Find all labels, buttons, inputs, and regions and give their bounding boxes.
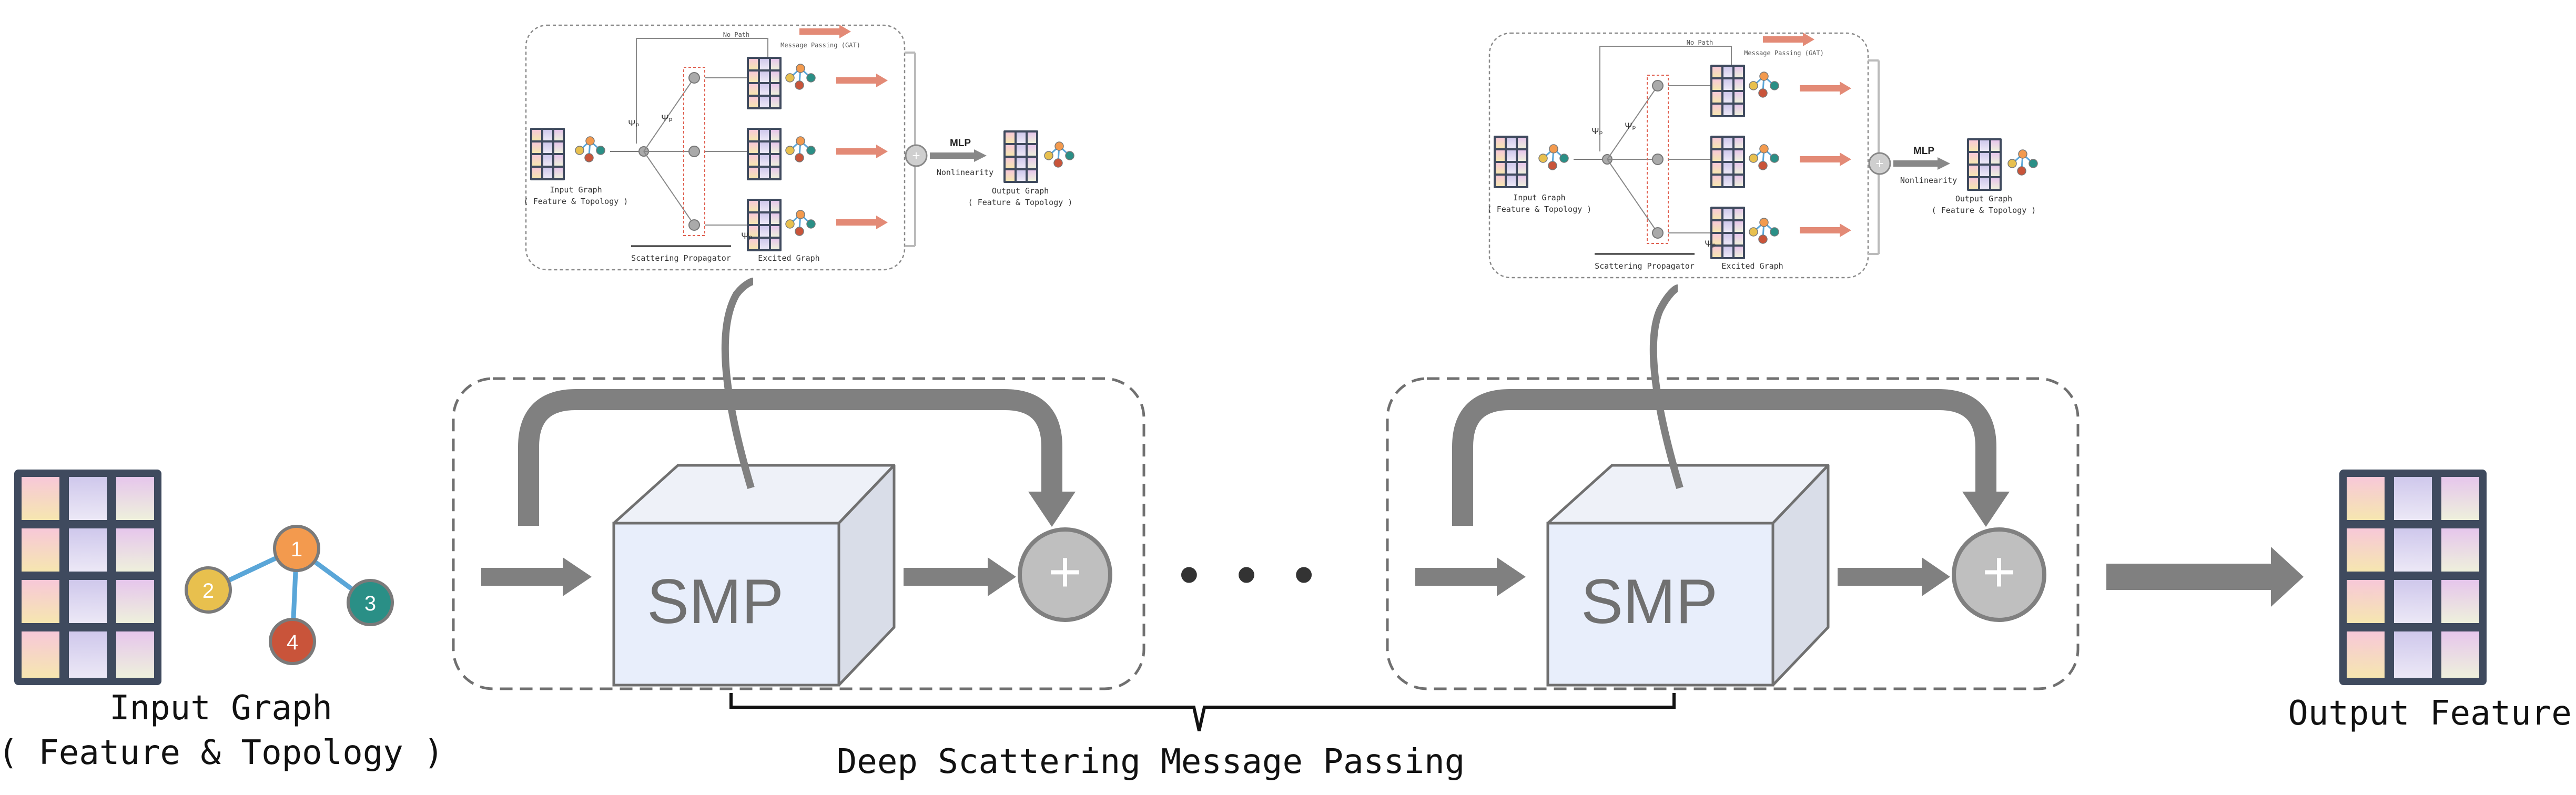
graph-node-4: 4	[269, 618, 316, 665]
graph-node-2-label: 2	[202, 579, 214, 603]
detail-plus: +	[912, 148, 920, 164]
smp-cube: SMP	[612, 464, 896, 687]
detail-input-graph: Input Graph	[550, 185, 602, 195]
smp-label: SMP	[647, 566, 784, 637]
skip-connection-arrow	[518, 389, 1062, 526]
detail-excited-label: Excited Graph	[1721, 261, 1783, 271]
detail-output-graph: Output Graph	[1955, 194, 2012, 203]
smp-detail-panel-1: + MLP Nonlinearity Output Graph ( Featur…	[524, 25, 1075, 270]
residual-block-frame	[1386, 377, 2080, 690]
detail-plus: +	[1875, 156, 1883, 171]
detail-output-graph: Output Graph	[992, 186, 1049, 196]
smp-label: SMP	[1581, 566, 1718, 637]
detail-nonlinearity: Nonlinearity	[937, 168, 993, 177]
detail-input-graph: Input Graph	[1513, 193, 1565, 202]
smp-block-1: SMP +	[452, 278, 1145, 690]
graph-node-1: 1	[273, 525, 320, 572]
input-arrow	[481, 557, 592, 596]
graph-node-2: 2	[185, 566, 232, 614]
smp-cube: SMP	[1546, 464, 1830, 687]
detail-message-passing: Message Passing (GAT)	[1744, 49, 1824, 57]
ellipsis: • • •	[1179, 542, 1325, 607]
plus-symbol: +	[1048, 539, 1082, 604]
brace	[729, 693, 1676, 731]
detail-weight-top: Ψₚ	[628, 118, 639, 128]
output-feature-title: Output Feature	[2288, 694, 2571, 733]
graph-node-3: 3	[347, 579, 394, 626]
detail-propagator-label: Scattering Propagator	[1595, 261, 1695, 271]
detail-no-path: No Path	[1687, 39, 1713, 46]
detail-excited-label: Excited Graph	[758, 253, 819, 263]
graph-node-3-label: 3	[364, 592, 376, 615]
detail-mlp: MLP	[950, 138, 971, 149]
input-arrow	[1415, 557, 1526, 596]
input-graph: 1 2 3 4	[185, 525, 394, 665]
detail-propagator-label: Scattering Propagator	[631, 253, 731, 263]
detail-mlp: MLP	[1913, 146, 1934, 157]
skip-connection-arrow	[1452, 389, 1996, 526]
residual-block-frame	[452, 377, 1145, 690]
graph-node-1-label: 1	[291, 538, 302, 561]
output-arrow	[1838, 557, 1950, 596]
smp-detail-panel-2: + MLP Nonlinearity Output Graph ( Featur…	[1487, 33, 2039, 278]
smp-block-2: SMP +	[1386, 284, 2080, 690]
plus-symbol: +	[1982, 539, 2016, 604]
detail-message-passing: Message Passing (GAT)	[780, 42, 860, 49]
detail-no-path: No Path	[723, 31, 750, 38]
detail-weight-bot: Ψₚ	[741, 231, 752, 241]
detail-weight-top: Ψₚ	[1591, 126, 1603, 136]
output-feature-matrix	[2339, 470, 2487, 685]
graph-node-4-label: 4	[287, 631, 298, 654]
add-node: +	[1952, 527, 2046, 622]
detail-input-sub: ( Feature & Topology )	[1487, 205, 1592, 214]
input-feature-matrix	[14, 470, 161, 685]
final-arrow	[2106, 547, 2304, 607]
input-graph-subtitle: ( Feature & Topology )	[0, 733, 444, 772]
detail-output-sub: ( Feature & Topology )	[1932, 206, 2036, 215]
output-arrow	[904, 557, 1016, 596]
detail-weight-bot: Ψₚ	[1705, 239, 1716, 249]
detail-output-sub: ( Feature & Topology )	[968, 198, 1073, 207]
detail-weight-mid: Ψₚ	[1625, 121, 1636, 131]
input-graph-title: Input Graph	[109, 689, 332, 728]
detail-weight-mid: Ψₚ	[661, 113, 672, 123]
detail-input-sub: ( Feature & Topology )	[524, 197, 628, 206]
zoom-connector	[1649, 284, 1683, 489]
zoom-connector	[721, 278, 755, 489]
detail-nonlinearity: Nonlinearity	[1900, 176, 1957, 185]
deep-smp-label: Deep Scattering Message Passing	[837, 742, 1465, 781]
add-node: +	[1018, 527, 1112, 622]
